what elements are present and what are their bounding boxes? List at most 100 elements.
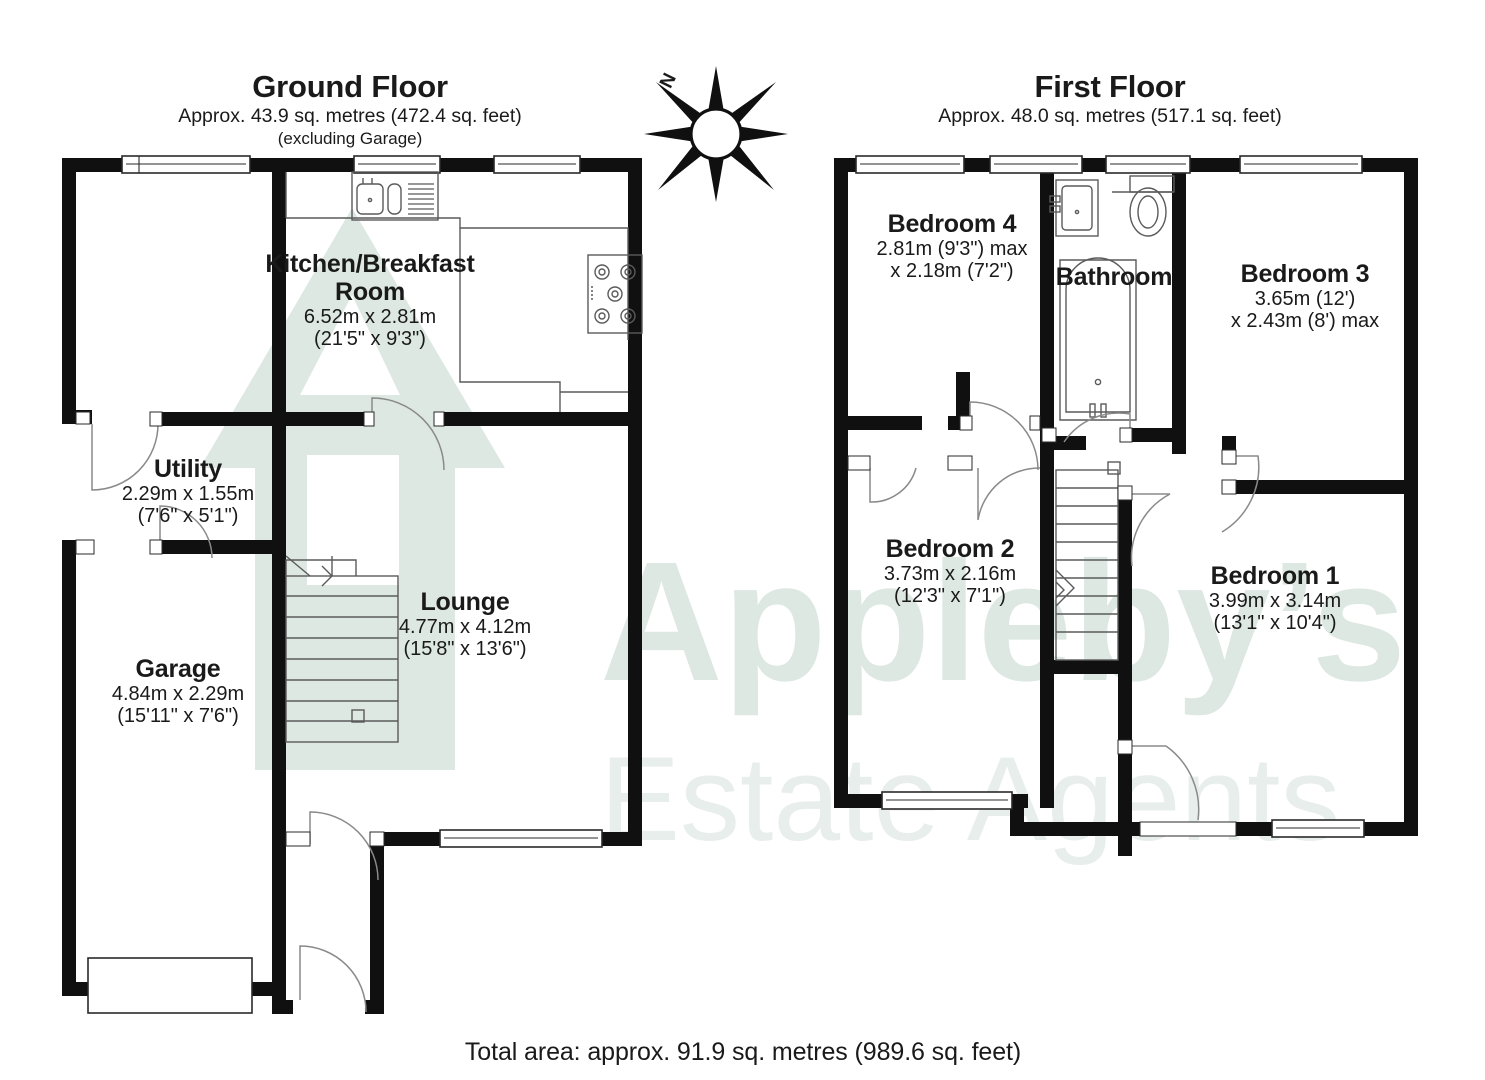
compass-rose [644,66,788,202]
room-dim-garage-imperial: (15'11" x 7'6") [117,705,239,728]
bathroom-fixtures [1049,175,1175,421]
door-front-entrance [299,945,367,1013]
bathroom-basin-fixture [1049,179,1099,237]
windows-ground [121,155,603,848]
wall-bath-south-stub [1172,428,1186,454]
wall-ff-bottom-d [1236,822,1276,836]
ground-floor-note: (excluding Garage) [277,129,423,148]
wall-stair-bottom [1040,660,1118,674]
room-dim-lounge-metric: 4.77m x 4.12m [398,616,532,638]
wall-utility-north-stub [160,412,176,426]
room-label-kitchen-breakfast-room: Kitchen/Breakfast Room 6.52m x 2.81m (21… [230,250,510,351]
room-dim-bedroom-3-imperial: x 2.43m (8') max [1230,310,1380,333]
first-floor-plan [834,155,1418,856]
room-label-utility: Utility 2.29m x 1.55m (7'6" x 5'1") [78,455,298,528]
doors-ground [75,397,445,1013]
wall-bed1-left [1118,494,1132,856]
room-label-bedroom-4: Bedroom 4 2.81m (9'3") max x 2.18m (7'2"… [852,210,1052,283]
room-dim-utility-metric: 2.29m x 1.55m [121,483,255,505]
room-name-kitchen-line1: Kitchen/Breakfast [265,250,475,278]
front-door-opening [293,1000,365,1014]
room-name-lounge: Lounge [420,588,510,616]
door-kitchen-lounge [371,397,445,471]
door-utility-hall [159,505,213,559]
bathroom-bath-fixture [1059,257,1137,421]
room-label-lounge: Lounge 4.77m x 4.12m (15'8" x 13'6") [365,588,565,661]
wall-top-kitchen-a [286,158,356,172]
wall-utility-north [176,412,274,426]
wall-ff-top-c [1080,158,1106,172]
wall-bottom-lounge-b [600,832,642,846]
wall-ff-bottom-e [1360,822,1418,836]
door-bedroom-2-b [977,467,1041,521]
door-hall-lounge [309,811,379,881]
wall-kitchen-south-a [272,412,372,426]
room-label-garage: Garage 4.84m x 2.29m (15'11" x 7'6") [68,655,288,728]
room-dim-kitchen-imperial: (21'5" x 9'3") [314,328,426,351]
room-name-kitchen-line2: Room [334,278,406,306]
room-name-bedroom-1: Bedroom 1 [1210,562,1340,590]
wall-ff-right [1404,158,1418,836]
wall-bed3-south [1222,480,1418,494]
room-dim-bedroom-4-imperial: x 2.18m (7'2") [890,260,1014,283]
door-utility-outer [91,423,159,491]
wall-hall-left-upper [272,158,286,424]
room-dim-kitchen-metric: 6.52m x 2.81m [303,306,437,328]
wall-hall-right-lower [370,840,384,1014]
room-dim-bedroom-1-imperial: (13'1" x 10'4") [1213,612,1337,635]
wall-ff-bottom-a [834,794,886,808]
wall-bed4-south-a [848,416,922,430]
room-dim-bedroom-3-metric: 3.65m (12') [1254,288,1356,310]
room-name-bedroom-3: Bedroom 3 [1240,260,1370,288]
wall-bath-bed3 [1172,158,1186,442]
wall-hall-left-lower [272,424,286,1014]
wall-bed4-bath [1040,158,1054,468]
room-dim-bedroom-4-metric: 2.81m (9'3") max [876,238,1028,260]
first-floor-subtitle: Approx. 48.0 sq. metres (517.1 sq. feet) [938,105,1282,127]
wall-top-left-a [62,158,122,172]
wall-top-kitchen-b [438,158,496,172]
room-dim-bedroom-2-metric: 3.73m x 2.16m [883,563,1017,585]
wall-left-lower [62,540,76,996]
windows-first [855,155,1365,838]
wall-bottom-lounge-a [384,832,442,846]
bathroom-toilet-fixture [1112,175,1175,237]
wall-ff-left [834,158,848,808]
ground-staircase-fixture [285,555,399,743]
first-floor-title: First Floor [1034,69,1186,104]
room-name-bedroom-4: Bedroom 4 [887,210,1017,238]
kitchen-worktop-return [459,228,561,412]
room-dim-lounge-imperial: (15'8" x 13'6") [403,638,527,661]
door-bathroom [1063,412,1131,443]
wall-kitchen-south-b [440,412,642,426]
door-bedroom-1-b [1132,745,1200,821]
room-dim-bedroom-1-metric: 3.99m x 3.14m [1208,590,1342,612]
wall-ff-top-e [1360,158,1418,172]
room-name-utility: Utility [153,455,223,483]
watermark-brand-text: Appleby’s [600,527,1406,717]
room-dim-garage-metric: 4.84m x 2.29m [111,683,245,705]
watermark-house-cut2 [307,455,399,585]
room-label-bedroom-3: Bedroom 3 3.65m (12') x 2.43m (8') max [1195,260,1415,333]
first-staircase-fixture [1055,461,1121,661]
total-area-label: Total area: approx. 91.9 sq. metres (989… [464,1038,1022,1066]
wall-right-upper [628,158,642,428]
wall-ff-top-d [1186,158,1240,172]
compass-center [689,107,743,161]
doors-first [847,401,1260,837]
door-bedroom-4 [969,401,1039,471]
wall-bed2-right [1040,456,1054,808]
door-bedroom-1-a [1130,493,1171,567]
wall-utility-south [160,540,286,554]
wall-ff-top-b [962,158,990,172]
kitchen-sink-fixture [351,171,439,221]
room-label-bedroom-2: Bedroom 2 3.73m x 2.16m (12'3" x 7'1") [855,535,1045,608]
room-label-bathroom: Bathroom [1055,263,1173,291]
room-label-bedroom-1: Bedroom 1 3.99m x 3.14m (13'1" x 10'4") [1180,562,1370,635]
garage-door-fixture [87,957,253,1014]
wall-left-upper [62,158,76,424]
ground-floor-plan [62,155,643,1014]
room-dim-bedroom-2-imperial: (12'3" x 7'1") [894,585,1006,608]
